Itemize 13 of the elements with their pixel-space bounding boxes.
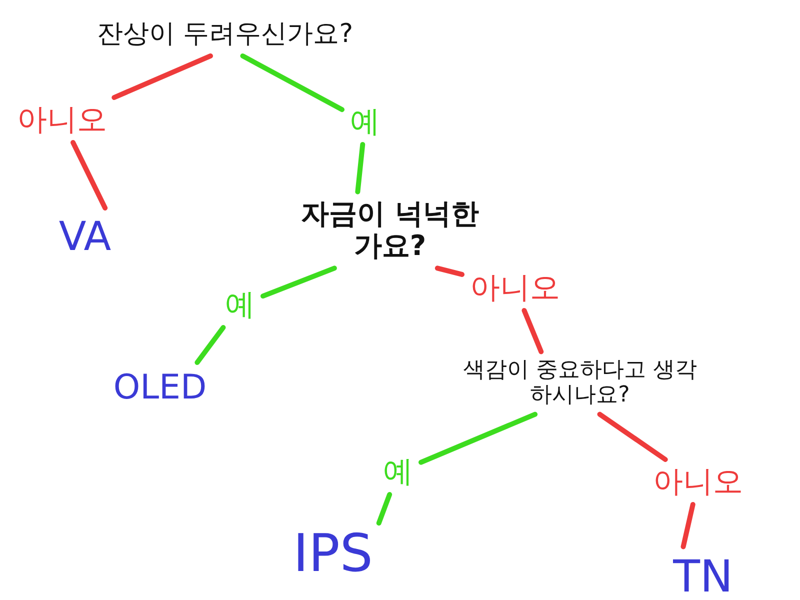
connector-line bbox=[240, 53, 366, 194]
connector-line bbox=[194, 266, 337, 365]
answer-text: TN bbox=[673, 552, 733, 600]
connector-line bbox=[376, 412, 538, 526]
answer-text: OLED bbox=[113, 368, 207, 408]
question-text: 자금이 넉넉한가요? bbox=[290, 198, 490, 262]
connector-line bbox=[434, 266, 544, 354]
connector-line bbox=[597, 412, 696, 550]
answer-text: IPS bbox=[293, 525, 373, 585]
question-text: 잔상이 두려우신가요? bbox=[45, 20, 405, 50]
connector-line bbox=[70, 53, 213, 210]
question-text: 색감이 중요하다고 생각하시나요? bbox=[460, 358, 700, 408]
answer-text: VA bbox=[58, 214, 112, 260]
